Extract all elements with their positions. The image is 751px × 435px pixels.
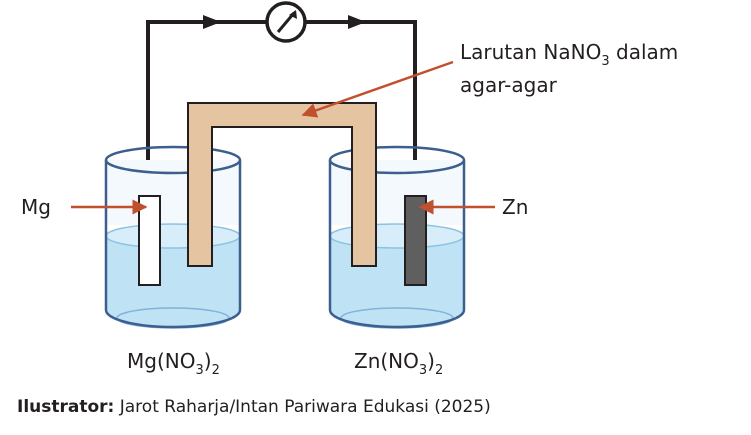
salt-bridge-label-sub: 3	[601, 54, 609, 69]
left-solution-sub1: 3	[195, 363, 203, 378]
salt-bridge-pointer-arrow	[301, 60, 454, 118]
credit-text: Jarot Raharja/Intan Pariwara Edukasi (20…	[114, 397, 491, 417]
mg-label: Mg	[21, 195, 51, 219]
left-solution-sub2: 2	[212, 363, 220, 378]
left-solution-pre: Mg(NO	[127, 349, 195, 373]
voltmeter-icon	[265, 1, 307, 43]
right-solution-mid: )	[427, 349, 435, 373]
illustrator-credit: Ilustrator: Jarot Raharja/Intan Pariwara…	[17, 397, 491, 417]
beaker-right	[328, 145, 466, 329]
left-solution-label: Mg(NO3)2	[127, 349, 220, 378]
right-solution-sub2: 2	[435, 363, 443, 378]
right-solution-pre: Zn(NO	[354, 349, 419, 373]
credit-label: Ilustrator:	[17, 397, 115, 417]
salt-bridge-label-pre: Larutan NaNO	[460, 40, 601, 64]
zn-label: Zn	[502, 195, 528, 219]
wire-arrow-left-icon	[203, 15, 221, 29]
mg-electrode	[138, 195, 161, 286]
beaker-left	[104, 145, 242, 329]
salt-bridge-label-line1: Larutan NaNO3 dalam	[460, 40, 678, 69]
external-wire	[146, 15, 417, 196]
wire-arrow-right-icon	[348, 15, 366, 29]
right-solution-label: Zn(NO3)2	[354, 349, 443, 378]
salt-bridge-label-post: dalam	[610, 40, 679, 64]
salt-bridge	[187, 102, 377, 267]
left-solution-mid: )	[204, 349, 212, 373]
right-solution-sub1: 3	[419, 363, 427, 378]
zn-electrode	[404, 195, 427, 286]
salt-bridge-label-line2: agar-agar	[460, 73, 558, 97]
